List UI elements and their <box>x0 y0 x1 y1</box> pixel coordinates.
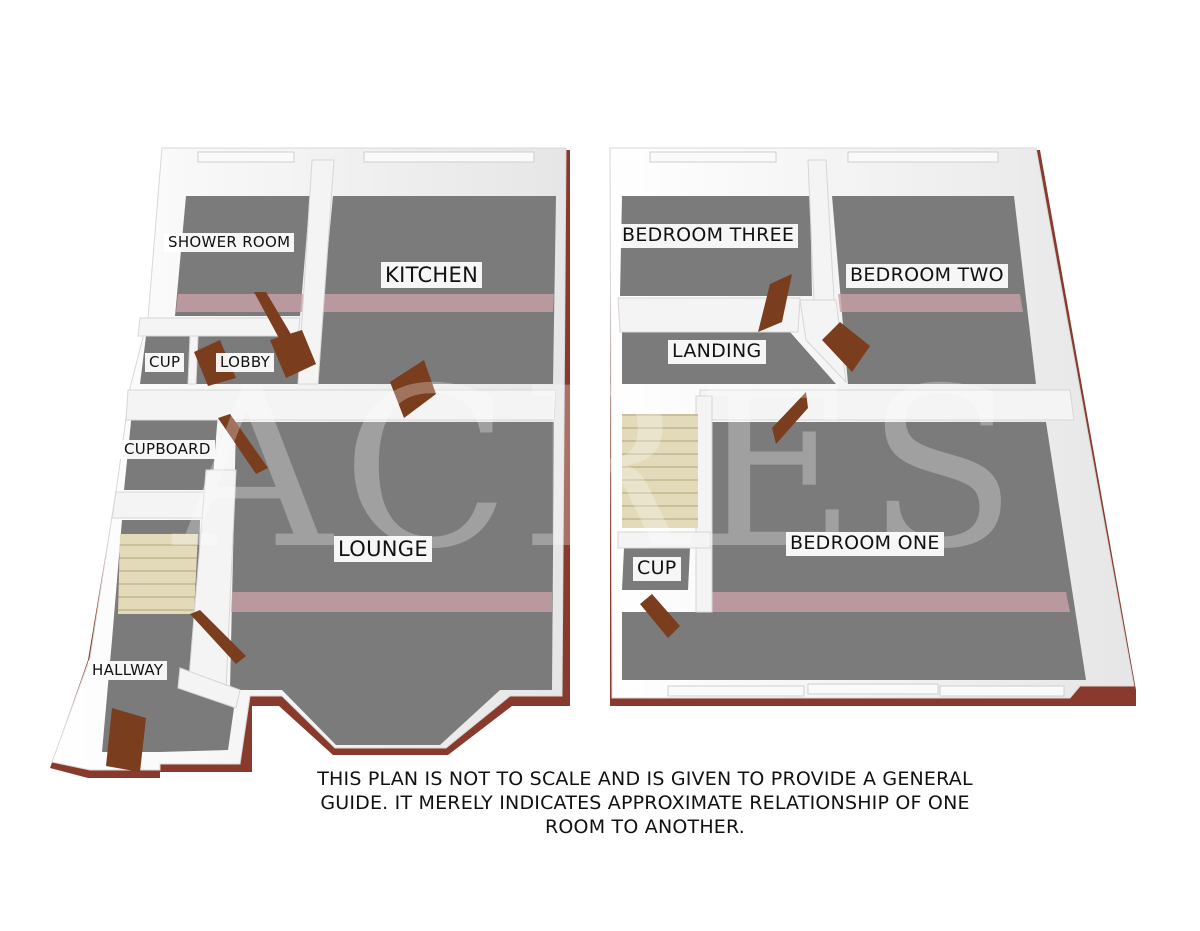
b3-window <box>649 151 777 163</box>
label-bedroom-one: BEDROOM ONE <box>786 532 944 556</box>
label-landing: LANDING <box>668 340 766 364</box>
label-hallway: HALLWAY <box>88 661 168 681</box>
label-bedroom-two: BEDROOM TWO <box>846 264 1008 288</box>
label-cup-ground: CUP <box>145 353 185 373</box>
bedroom-two-floor <box>832 196 1036 384</box>
shower-room-floor <box>175 196 310 316</box>
door-cup <box>194 340 236 386</box>
wall-cup-lobby <box>187 335 199 385</box>
wall-hall-front <box>177 667 241 709</box>
disclaimer-line-1: THIS PLAN IS NOT TO SCALE AND IS GIVEN T… <box>317 768 973 790</box>
kitchen-floor <box>315 196 556 384</box>
door-front <box>106 708 146 772</box>
b2-window <box>847 151 999 163</box>
disclaimer-line-2: GUIDE. IT MERELY INDICATES APPROXIMATE R… <box>320 791 970 814</box>
label-bedroom-three: BEDROOM THREE <box>618 224 799 248</box>
kitchen-band <box>320 294 554 312</box>
shower-band <box>176 294 304 312</box>
ground-stairs <box>118 534 198 614</box>
label-cupboard: CUPBOARD <box>120 440 215 460</box>
label-lobby: LOBBY <box>216 353 275 373</box>
label-lounge: LOUNGE <box>334 536 432 563</box>
disclaimer: THIS PLAN IS NOT TO SCALE AND IS GIVEN T… <box>250 768 1040 839</box>
door-bedroom-three <box>758 274 792 332</box>
door-lounge-hall <box>190 610 246 664</box>
disclaimer-line-3: ROOM TO ANOTHER. <box>545 815 745 838</box>
label-cup-first: CUP <box>633 557 681 581</box>
door-cupboard <box>218 414 268 474</box>
label-kitchen: KITCHEN <box>381 262 483 289</box>
bedroom-two-band <box>838 294 1023 312</box>
door-cup-first <box>640 594 680 638</box>
b1-window-3 <box>939 685 1065 697</box>
kitchen-window <box>363 151 535 163</box>
label-shower-room: SHOWER ROOM <box>164 233 295 253</box>
door-bedroom-one <box>772 392 808 444</box>
shower-window <box>197 151 295 163</box>
lounge-floor <box>230 422 554 745</box>
door-shower <box>254 292 292 340</box>
lounge-band <box>231 592 552 612</box>
b1-window-1 <box>667 685 805 697</box>
wall-cup-first <box>617 531 711 549</box>
door-lobby-lounge <box>390 360 436 418</box>
b1-window-2 <box>807 683 939 695</box>
wall-b3-landing <box>617 297 801 333</box>
door-kitchen-lobby <box>270 330 316 378</box>
ground-floor <box>50 147 570 778</box>
first-stairs <box>622 414 698 528</box>
bedroom-one-band <box>710 592 1070 612</box>
wall-shower-kitchen <box>297 159 335 385</box>
watermark: ACRES <box>171 341 1027 597</box>
door-bedroom-two <box>822 322 870 372</box>
